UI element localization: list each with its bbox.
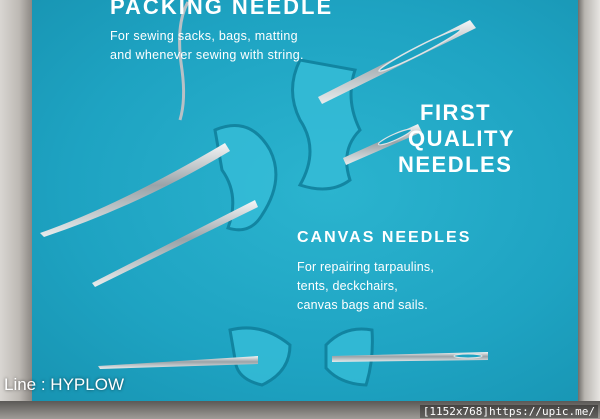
description-line: canvas bags and sails.: [297, 298, 428, 312]
card-edge-left: [0, 0, 32, 419]
needle-icon: [98, 356, 258, 369]
needle-icon: [92, 200, 258, 287]
heading-line: QUALITY: [408, 126, 516, 151]
canvas-needles-description: For repairing tarpaulins, tents, deckcha…: [297, 258, 527, 315]
needle-icon: [343, 124, 422, 165]
needle-icon: [318, 20, 476, 104]
description-line: tents, deckchairs,: [297, 279, 398, 293]
card-edge-bottom: [0, 401, 600, 419]
needle-icon: [40, 143, 230, 237]
card-edge-right: [578, 0, 600, 419]
needle-icon: [332, 352, 488, 362]
needle-eye: [453, 353, 483, 359]
first-quality-needles-heading: FIRST QUALITY NEEDLES: [398, 100, 518, 178]
packing-needle-title: PACKING NEEDLE: [110, 0, 334, 19]
curved-needle-icon: [178, 1, 190, 121]
slot-tabs: [213, 58, 374, 387]
description-line: For repairing tarpaulins,: [297, 260, 435, 274]
packing-needle-description: For sewing sacks, bags, matting and when…: [110, 29, 304, 62]
heading-line: FIRST: [420, 100, 492, 125]
photographer-watermark: Line : HYPLOW: [4, 375, 124, 394]
canvas-needles-title: CANVAS NEEDLES: [297, 229, 472, 246]
image-dimension-label: [1152x768]https://upic.me/: [419, 405, 598, 418]
heading-line: NEEDLES: [398, 152, 513, 177]
